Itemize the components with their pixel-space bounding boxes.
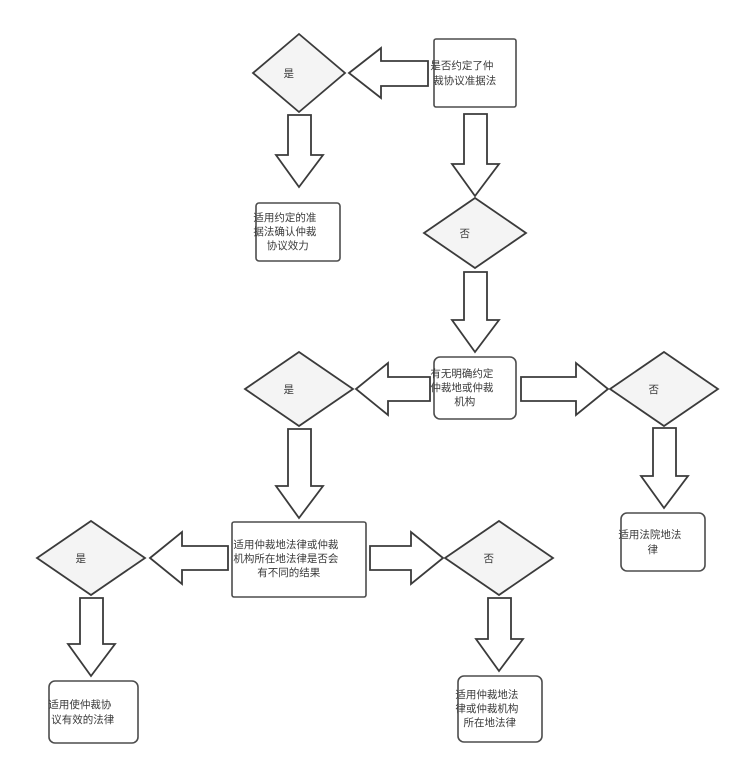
node-q3-yes-shape bbox=[35, 519, 147, 597]
node-q2-no-line-0: 否 bbox=[649, 384, 660, 396]
node-q3-no-result-line-0: 适用仲裁地法 bbox=[455, 688, 518, 701]
arrow-q2-to-no bbox=[520, 361, 610, 417]
node-q3-yes-result-shape bbox=[48, 680, 139, 744]
arrow-q3-to-no bbox=[369, 530, 445, 586]
node-q3-yes-result[interactable]: 适用使仲裁协 议有效的法律 bbox=[48, 680, 139, 744]
node-q3-no-result-line-2: 所在地法律 bbox=[464, 716, 517, 729]
node-q3-line-1: 机构所在地法律是否会 bbox=[233, 552, 338, 565]
node-q1-yes-result-label: 适用约定的准 据法确认仲裁 协议效力 bbox=[253, 211, 342, 252]
node-q1-line-0: 是否约定了仲 bbox=[430, 59, 493, 72]
node-q2-no-result-line-1: 律 bbox=[648, 543, 659, 556]
node-q1-yes-result-shape bbox=[255, 202, 341, 262]
node-q1-yes[interactable]: 是 bbox=[251, 32, 347, 114]
node-q1-yes-label: 是 bbox=[284, 68, 315, 80]
node-q1-shape bbox=[433, 38, 517, 108]
arrow-q2-to-yes bbox=[354, 361, 431, 417]
node-q1-no[interactable]: 否 bbox=[422, 196, 528, 270]
node-q3-label: 适用仲裁地法律或仲裁 机构所在地法律是否会 有不同的结果 bbox=[233, 538, 364, 579]
node-q3-line-2: 有不同的结果 bbox=[257, 566, 320, 579]
node-q3-no-result[interactable]: 适用仲裁地法 律或仲裁机构 所在地法律 bbox=[455, 675, 544, 743]
node-q3-yes-result-line-1: 议有效的法律 bbox=[51, 713, 114, 726]
node-q3-shape bbox=[231, 521, 367, 598]
node-q2-no-result-shape bbox=[620, 512, 706, 572]
node-q3-no-result-shape bbox=[457, 675, 543, 743]
node-q3-yes-result-label: 适用使仲裁协 议有效的法律 bbox=[48, 698, 137, 726]
node-q2-no-result-label: 适用法院地法 律 bbox=[618, 528, 707, 556]
arrow-q1no-to-q2 bbox=[450, 271, 501, 354]
node-q1-yes-result-line-0: 适用约定的准 bbox=[253, 211, 316, 224]
node-q3-no[interactable]: 否 bbox=[443, 519, 555, 597]
node-q3-line-0: 适用仲裁地法律或仲裁 bbox=[233, 538, 338, 551]
node-q3[interactable]: 适用仲裁地法律或仲裁 机构所在地法律是否会 有不同的结果 bbox=[231, 521, 367, 598]
arrow-q2no-to-result bbox=[639, 427, 690, 510]
node-q3-yes-line-0: 是 bbox=[76, 553, 87, 565]
arrow-q1-to-no bbox=[450, 113, 501, 198]
arrow-q3-to-yes bbox=[148, 530, 229, 586]
node-q1-yes-result-line-2: 协议效力 bbox=[267, 239, 309, 252]
node-q3-yes-result-line-0: 适用使仲裁协 bbox=[48, 698, 111, 711]
node-q1-yes-result[interactable]: 适用约定的准 据法确认仲裁 协议效力 bbox=[253, 202, 342, 262]
arrow-q1yes-to-result bbox=[274, 114, 325, 189]
node-q2-no-label: 否 bbox=[649, 384, 680, 396]
node-q2-yes-line-0: 是 bbox=[284, 384, 295, 396]
node-q2-shape bbox=[433, 356, 517, 420]
node-q3-yes[interactable]: 是 bbox=[35, 519, 147, 597]
node-q2-no-result[interactable]: 适用法院地法 律 bbox=[618, 512, 707, 572]
node-q1[interactable]: 是否约定了仲 裁协议准据法 bbox=[430, 38, 519, 108]
arrow-q1-to-yes bbox=[347, 46, 429, 100]
node-q1-no-line-0: 否 bbox=[460, 228, 471, 240]
node-q1-no-shape bbox=[422, 196, 528, 270]
node-q2-line-1: 仲裁地或仲裁 bbox=[430, 381, 493, 394]
node-q2-label: 有无明确约定 仲裁地或仲裁 机构 bbox=[430, 367, 519, 408]
node-q2-no-shape bbox=[608, 350, 720, 428]
node-q1-no-label: 否 bbox=[460, 228, 491, 240]
node-q3-no-line-0: 否 bbox=[484, 553, 495, 565]
node-q1-label: 是否约定了仲 裁协议准据法 bbox=[430, 59, 519, 87]
node-q2-yes-shape bbox=[243, 350, 355, 428]
node-q3-no-result-label: 适用仲裁地法 律或仲裁机构 所在地法律 bbox=[455, 688, 544, 729]
arrow-q3no-to-result bbox=[474, 597, 525, 673]
node-q2-line-0: 有无明确约定 bbox=[430, 367, 493, 380]
node-q2-no[interactable]: 否 bbox=[608, 350, 720, 428]
arrow-q2yes-to-q3 bbox=[274, 428, 325, 520]
arrow-q3yes-to-result bbox=[66, 597, 117, 678]
node-q1-yes-shape bbox=[251, 32, 347, 114]
node-q2-no-result-line-0: 适用法院地法 bbox=[618, 528, 681, 541]
node-q2[interactable]: 有无明确约定 仲裁地或仲裁 机构 bbox=[430, 356, 519, 420]
node-q3-no-result-line-1: 律或仲裁机构 bbox=[455, 702, 518, 715]
node-q1-yes-line-0: 是 bbox=[284, 68, 295, 80]
node-q3-no-label: 否 bbox=[484, 553, 515, 565]
node-q2-yes[interactable]: 是 bbox=[243, 350, 355, 428]
node-q2-line-2: 机构 bbox=[454, 395, 475, 408]
node-q1-yes-result-line-1: 据法确认仲裁 bbox=[253, 225, 316, 238]
node-q3-yes-label: 是 bbox=[76, 553, 107, 565]
node-q1-line-1: 裁协议准据法 bbox=[433, 74, 496, 87]
node-q3-no-shape bbox=[443, 519, 555, 597]
node-q2-yes-label: 是 bbox=[284, 384, 315, 396]
